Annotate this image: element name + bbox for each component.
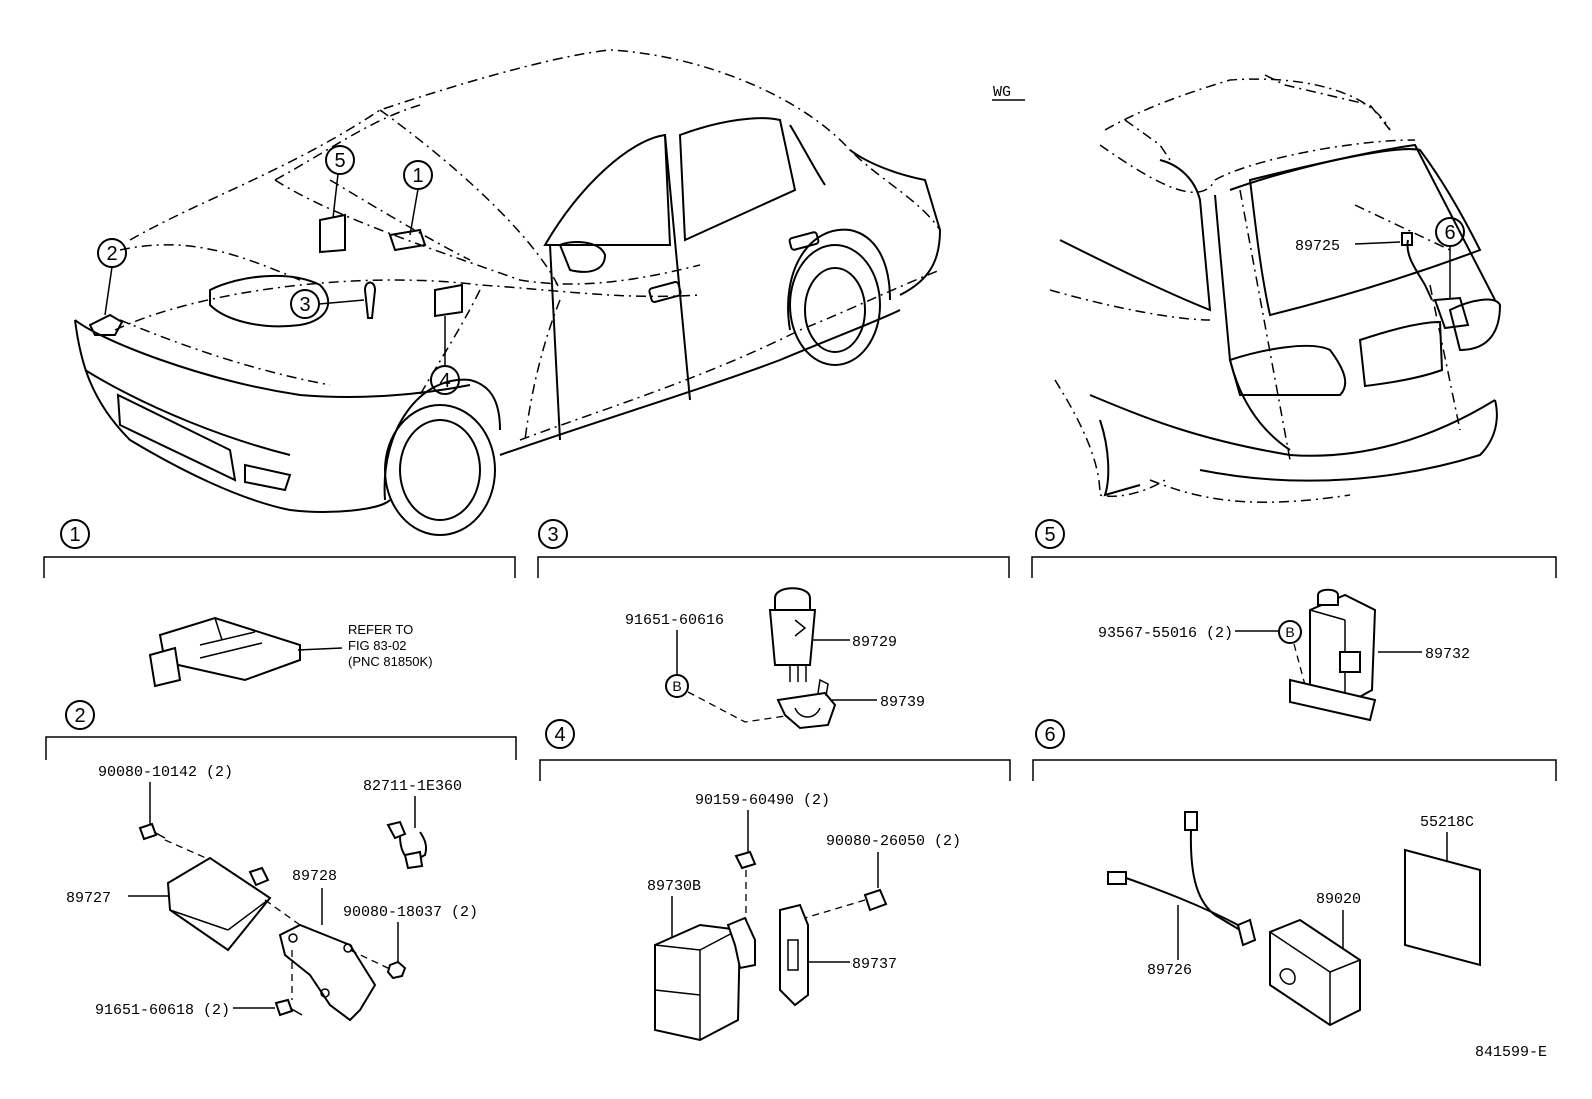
overview-callout-2: 2 xyxy=(97,238,127,316)
overview-callout-3: 3 xyxy=(290,289,365,319)
part-label-90080-10142: 90080-10142 (2) xyxy=(98,764,233,781)
part-label-89732: 89732 xyxy=(1425,646,1470,663)
part-label-89020: 89020 xyxy=(1316,891,1361,908)
part-label-90080-26050: 90080-26050 (2) xyxy=(826,833,961,850)
section-3: 3 91651-60616 B 89729 89739 xyxy=(537,519,1010,730)
svg-text:5: 5 xyxy=(334,150,345,172)
part-label-55218C: 55218C xyxy=(1420,814,1474,831)
bolt-ref-b-5: B xyxy=(1285,624,1294,640)
part-label-89739: 89739 xyxy=(880,694,925,711)
overview-callout-5: 5 xyxy=(325,145,355,219)
variant-label: WG xyxy=(993,84,1011,101)
sensor-icon xyxy=(166,856,272,952)
section-6: 6 55218C 89020 89726 xyxy=(1032,719,1557,1027)
part-label-82711-1E360: 82711-1E360 xyxy=(363,778,462,795)
overview-callout-1: 1 xyxy=(403,160,433,236)
harness-icon xyxy=(1107,811,1257,947)
part-label-90080-18037: 90080-18037 (2) xyxy=(343,904,478,921)
bolt-icon xyxy=(138,822,166,841)
part-label-89726: 89726 xyxy=(1147,962,1192,979)
svg-text:4: 4 xyxy=(554,724,565,746)
callout-89725: 89725 xyxy=(1295,238,1401,255)
overview-callout-4: 4 xyxy=(430,316,460,395)
svg-text:6: 6 xyxy=(1444,222,1455,244)
bracket-icon xyxy=(779,903,809,1007)
svg-text:6: 6 xyxy=(1044,724,1055,746)
svg-text:3: 3 xyxy=(547,524,558,546)
svg-text:1: 1 xyxy=(69,524,80,546)
bracket-icon xyxy=(776,678,837,730)
part-label-91651-60616: 91651-60616 xyxy=(625,612,724,629)
section-4: 4 90159-60490 (2) 90080-26050 (2) 89730B… xyxy=(539,719,1011,1042)
part-label-89730B: 89730B xyxy=(647,878,701,895)
part-label-89737: 89737 xyxy=(852,956,897,973)
overview-callout-6: 6 xyxy=(1435,217,1465,298)
harness-icon xyxy=(386,820,428,870)
part-label-89728: 89728 xyxy=(292,868,337,885)
svg-text:89725: 89725 xyxy=(1295,238,1340,255)
section-5: 5 93567-55016 (2) B 89732 xyxy=(1031,519,1557,722)
part-label-90159-60490: 90159-60490 (2) xyxy=(695,792,830,809)
switch-icon xyxy=(768,587,817,682)
section-1: 1 REFER TO FIG 83-02 (PNC 81850K) xyxy=(43,519,516,688)
sensor-icon xyxy=(1289,588,1377,722)
refer-note-line3: (PNC 81850K) xyxy=(348,654,433,669)
figure-code: 841599-E xyxy=(1475,1044,1547,1061)
sedan-car-outline xyxy=(74,49,942,536)
ecu-module-icon xyxy=(1269,918,1361,1027)
svg-text:2: 2 xyxy=(74,705,85,727)
part-label-89729: 89729 xyxy=(852,634,897,651)
nut-icon xyxy=(386,960,407,980)
bracket-icon xyxy=(278,923,377,1022)
svg-text:4: 4 xyxy=(439,370,450,392)
svg-text:1: 1 xyxy=(412,165,423,187)
bolt-ref-b: B xyxy=(672,678,681,694)
bolt-icon xyxy=(274,998,303,1017)
bolt-icon xyxy=(734,850,757,870)
ecu-module-icon xyxy=(654,916,756,1042)
wagon-rear-outline xyxy=(1049,74,1502,503)
refer-note-line1: REFER TO xyxy=(348,622,413,637)
refer-note-line2: FIG 83-02 xyxy=(348,638,407,653)
section-2: 2 90080-10142 (2) 82711-1E360 89727 8972… xyxy=(45,700,517,1022)
part-label-89727: 89727 xyxy=(66,890,111,907)
svg-text:2: 2 xyxy=(106,243,117,265)
part-label-91651-60618: 91651-60618 (2) xyxy=(95,1002,230,1019)
label-sheet-icon xyxy=(1404,848,1481,967)
svg-text:5: 5 xyxy=(1044,524,1055,546)
switch-icon xyxy=(148,616,301,688)
bolt-icon xyxy=(863,888,888,912)
svg-text:3: 3 xyxy=(299,294,310,316)
part-label-93567-55016: 93567-55016 (2) xyxy=(1098,625,1233,642)
